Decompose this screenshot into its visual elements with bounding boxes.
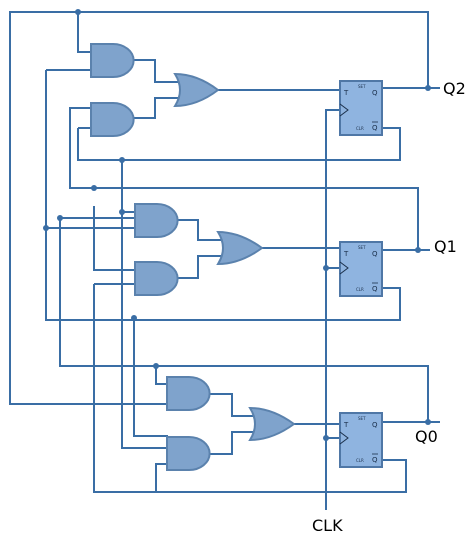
or-gates [173, 72, 296, 442]
and-gate-6 [166, 436, 211, 471]
junction-dot [119, 209, 125, 215]
wires [9, 11, 440, 510]
and-gate-3 [134, 203, 179, 238]
ff2-q-pin: Q [372, 89, 378, 97]
ff2-clr-pin: CLR [356, 126, 364, 131]
and-gate-2 [90, 102, 135, 137]
wire-and5-to-or3 [209, 393, 254, 417]
junction-dot [91, 185, 97, 191]
ff1-t-pin: T [343, 250, 349, 258]
wire-and2-to-or1 [133, 97, 180, 119]
ff0-clr-pin: CLR [356, 458, 364, 463]
ff2-t-pin: T [343, 89, 349, 97]
junctions [43, 9, 431, 441]
wire-and1-input-b [45, 69, 401, 321]
or-gate-1 [173, 72, 220, 108]
and-gate-4 [134, 261, 179, 296]
wire-vertical-bus-b [133, 318, 168, 437]
wire-clk [325, 109, 340, 510]
ff1-qbar-pin: Q [372, 285, 378, 293]
ff1-clr-pin: CLR [356, 287, 364, 292]
flip-flop-2: T Q Q SET CLR [339, 80, 383, 136]
ff0-qbar-pin: Q [372, 456, 378, 464]
junction-dot [425, 85, 431, 91]
wire-and3-input-b [59, 217, 429, 422]
ff0-clock-triangle [339, 431, 349, 445]
junction-dot [131, 315, 137, 321]
junction-dot [323, 435, 329, 441]
wire-and2-input-b [77, 127, 401, 161]
wire-and4-input-a [93, 206, 136, 271]
and-gate-5 [166, 376, 211, 411]
junction-dot [425, 419, 431, 425]
clk-label: CLK [312, 516, 343, 535]
flip-flop-2-body [339, 80, 383, 136]
junction-dot [415, 247, 421, 253]
ff2-qbar-pin: Q [372, 124, 378, 132]
q0-label: Q0 [415, 427, 438, 446]
or-gate-3 [248, 406, 296, 442]
wire-and5-input-a [155, 366, 168, 385]
wire-and3-to-or2 [177, 219, 222, 241]
q2-label: Q2 [443, 79, 466, 98]
wire-and6-input-b [155, 463, 168, 492]
wire-top-bus-to-and1 [77, 12, 92, 53]
ff1-clock-triangle [339, 261, 349, 275]
ff2-set-pin: SET [358, 84, 366, 89]
or-gate-2 [216, 230, 264, 266]
junction-dot [43, 225, 49, 231]
and-gates [90, 43, 211, 471]
ff0-set-pin: SET [358, 416, 366, 421]
and-gate-1 [90, 43, 135, 78]
ff1-set-pin: SET [358, 245, 366, 250]
junction-dot [119, 157, 125, 163]
junction-dot [323, 265, 329, 271]
wire-and6-to-or3 [209, 431, 254, 455]
ff0-t-pin: T [343, 421, 349, 429]
wire-q2-feedback-top [9, 11, 429, 405]
wire-and1-to-or1 [133, 59, 180, 83]
wire-and4-to-or2 [177, 255, 222, 279]
junction-dot [153, 363, 159, 369]
junction-dot [75, 9, 81, 15]
wire-and4-input-b [93, 283, 407, 493]
ff0-q-pin: Q [372, 421, 378, 429]
flip-flop-0: T Q Q SET CLR [339, 412, 383, 468]
ff2-clock-triangle [339, 103, 349, 117]
junction-dot [57, 215, 63, 221]
flip-flop-1: T Q Q SET CLR [339, 241, 383, 297]
wire-vertical-bus-a [121, 160, 168, 449]
ff1-q-pin: Q [372, 250, 378, 258]
flip-flop-0-body [339, 412, 383, 468]
q1-label: Q1 [434, 237, 457, 256]
